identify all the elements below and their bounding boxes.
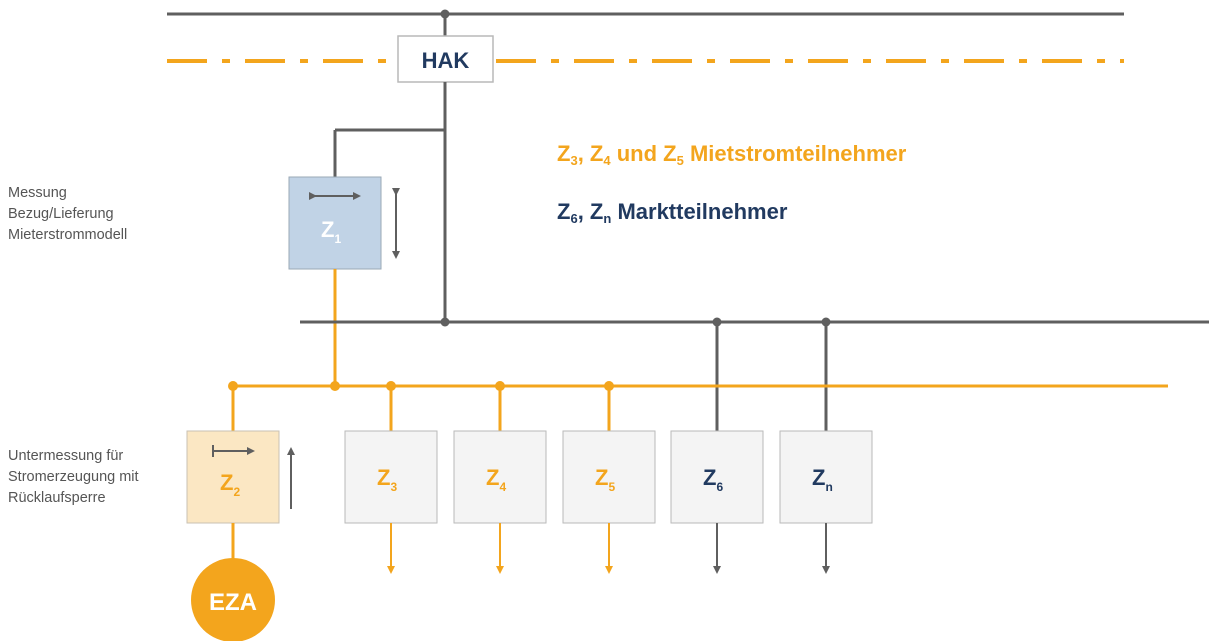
z1-meter-box xyxy=(288,176,382,270)
z4-meter-box xyxy=(453,430,547,524)
hak-label: HAK xyxy=(422,48,470,73)
z3-meter-box xyxy=(344,430,438,524)
legend-z3-sub: 3 xyxy=(570,153,578,168)
market-bus-dot-hak xyxy=(440,317,450,327)
z5-label: Z5 xyxy=(595,465,615,494)
zn-label: Zn xyxy=(812,465,833,494)
z1-label: Z1 xyxy=(321,217,341,246)
z6-meter-box xyxy=(670,430,764,524)
z6-label: Z6 xyxy=(703,465,723,494)
tenant-bus-dot-z1 xyxy=(330,381,340,391)
z2-meter-box xyxy=(186,430,280,524)
legend-z5-sub: 5 xyxy=(676,153,684,168)
legend-zn: Z xyxy=(589,199,604,224)
z5-meter-box xyxy=(562,430,656,524)
zn-meter-box xyxy=(779,430,873,524)
z3-label: Z3 xyxy=(377,465,397,494)
legend-z6-sub: 6 xyxy=(570,211,578,226)
z1-note: Messung Bezug/Lieferung Mieterstrommodel… xyxy=(8,183,127,246)
legend-z6: Z xyxy=(557,199,571,224)
z1-note-line-3: Mieterstrommodell xyxy=(8,227,128,243)
legend-zn-sub: n xyxy=(603,211,612,226)
z2-note: Untermessung für Stromerzeugung mit Rück… xyxy=(8,446,139,509)
legend-market-text: Marktteilnehmer xyxy=(611,199,788,224)
z2-note-line-1: Untermessung für xyxy=(8,448,124,464)
legend-z4-sub: 4 xyxy=(603,153,611,168)
eza-label: EZA xyxy=(209,589,257,616)
eza-circle xyxy=(191,558,275,641)
z4-label: Z4 xyxy=(486,465,506,494)
z2-note-line-3: Rücklaufsperre xyxy=(8,490,106,506)
legend-market: Z6, Zn Marktteilnehmer xyxy=(557,199,787,226)
legend-sep-2: und xyxy=(610,141,664,166)
z2-label: Z2 xyxy=(220,470,240,499)
legend-z3: Z xyxy=(557,141,571,166)
legend-z5: Z xyxy=(663,141,677,166)
legend-z4: Z xyxy=(589,141,604,166)
legend-tenants: Z3, Z4 und Z5 Mietstromteilnehmer xyxy=(557,141,906,168)
legend-tenants-text: Mietstromteilnehmer xyxy=(683,141,907,166)
legend-sep-3: , xyxy=(577,199,590,224)
legend-sep-1: , xyxy=(577,141,590,166)
z2-note-line-2: Stromerzeugung mit xyxy=(8,469,139,485)
z1-note-line-2: Bezug/Lieferung xyxy=(8,206,114,222)
z1-note-line-1: Messung xyxy=(8,185,67,201)
